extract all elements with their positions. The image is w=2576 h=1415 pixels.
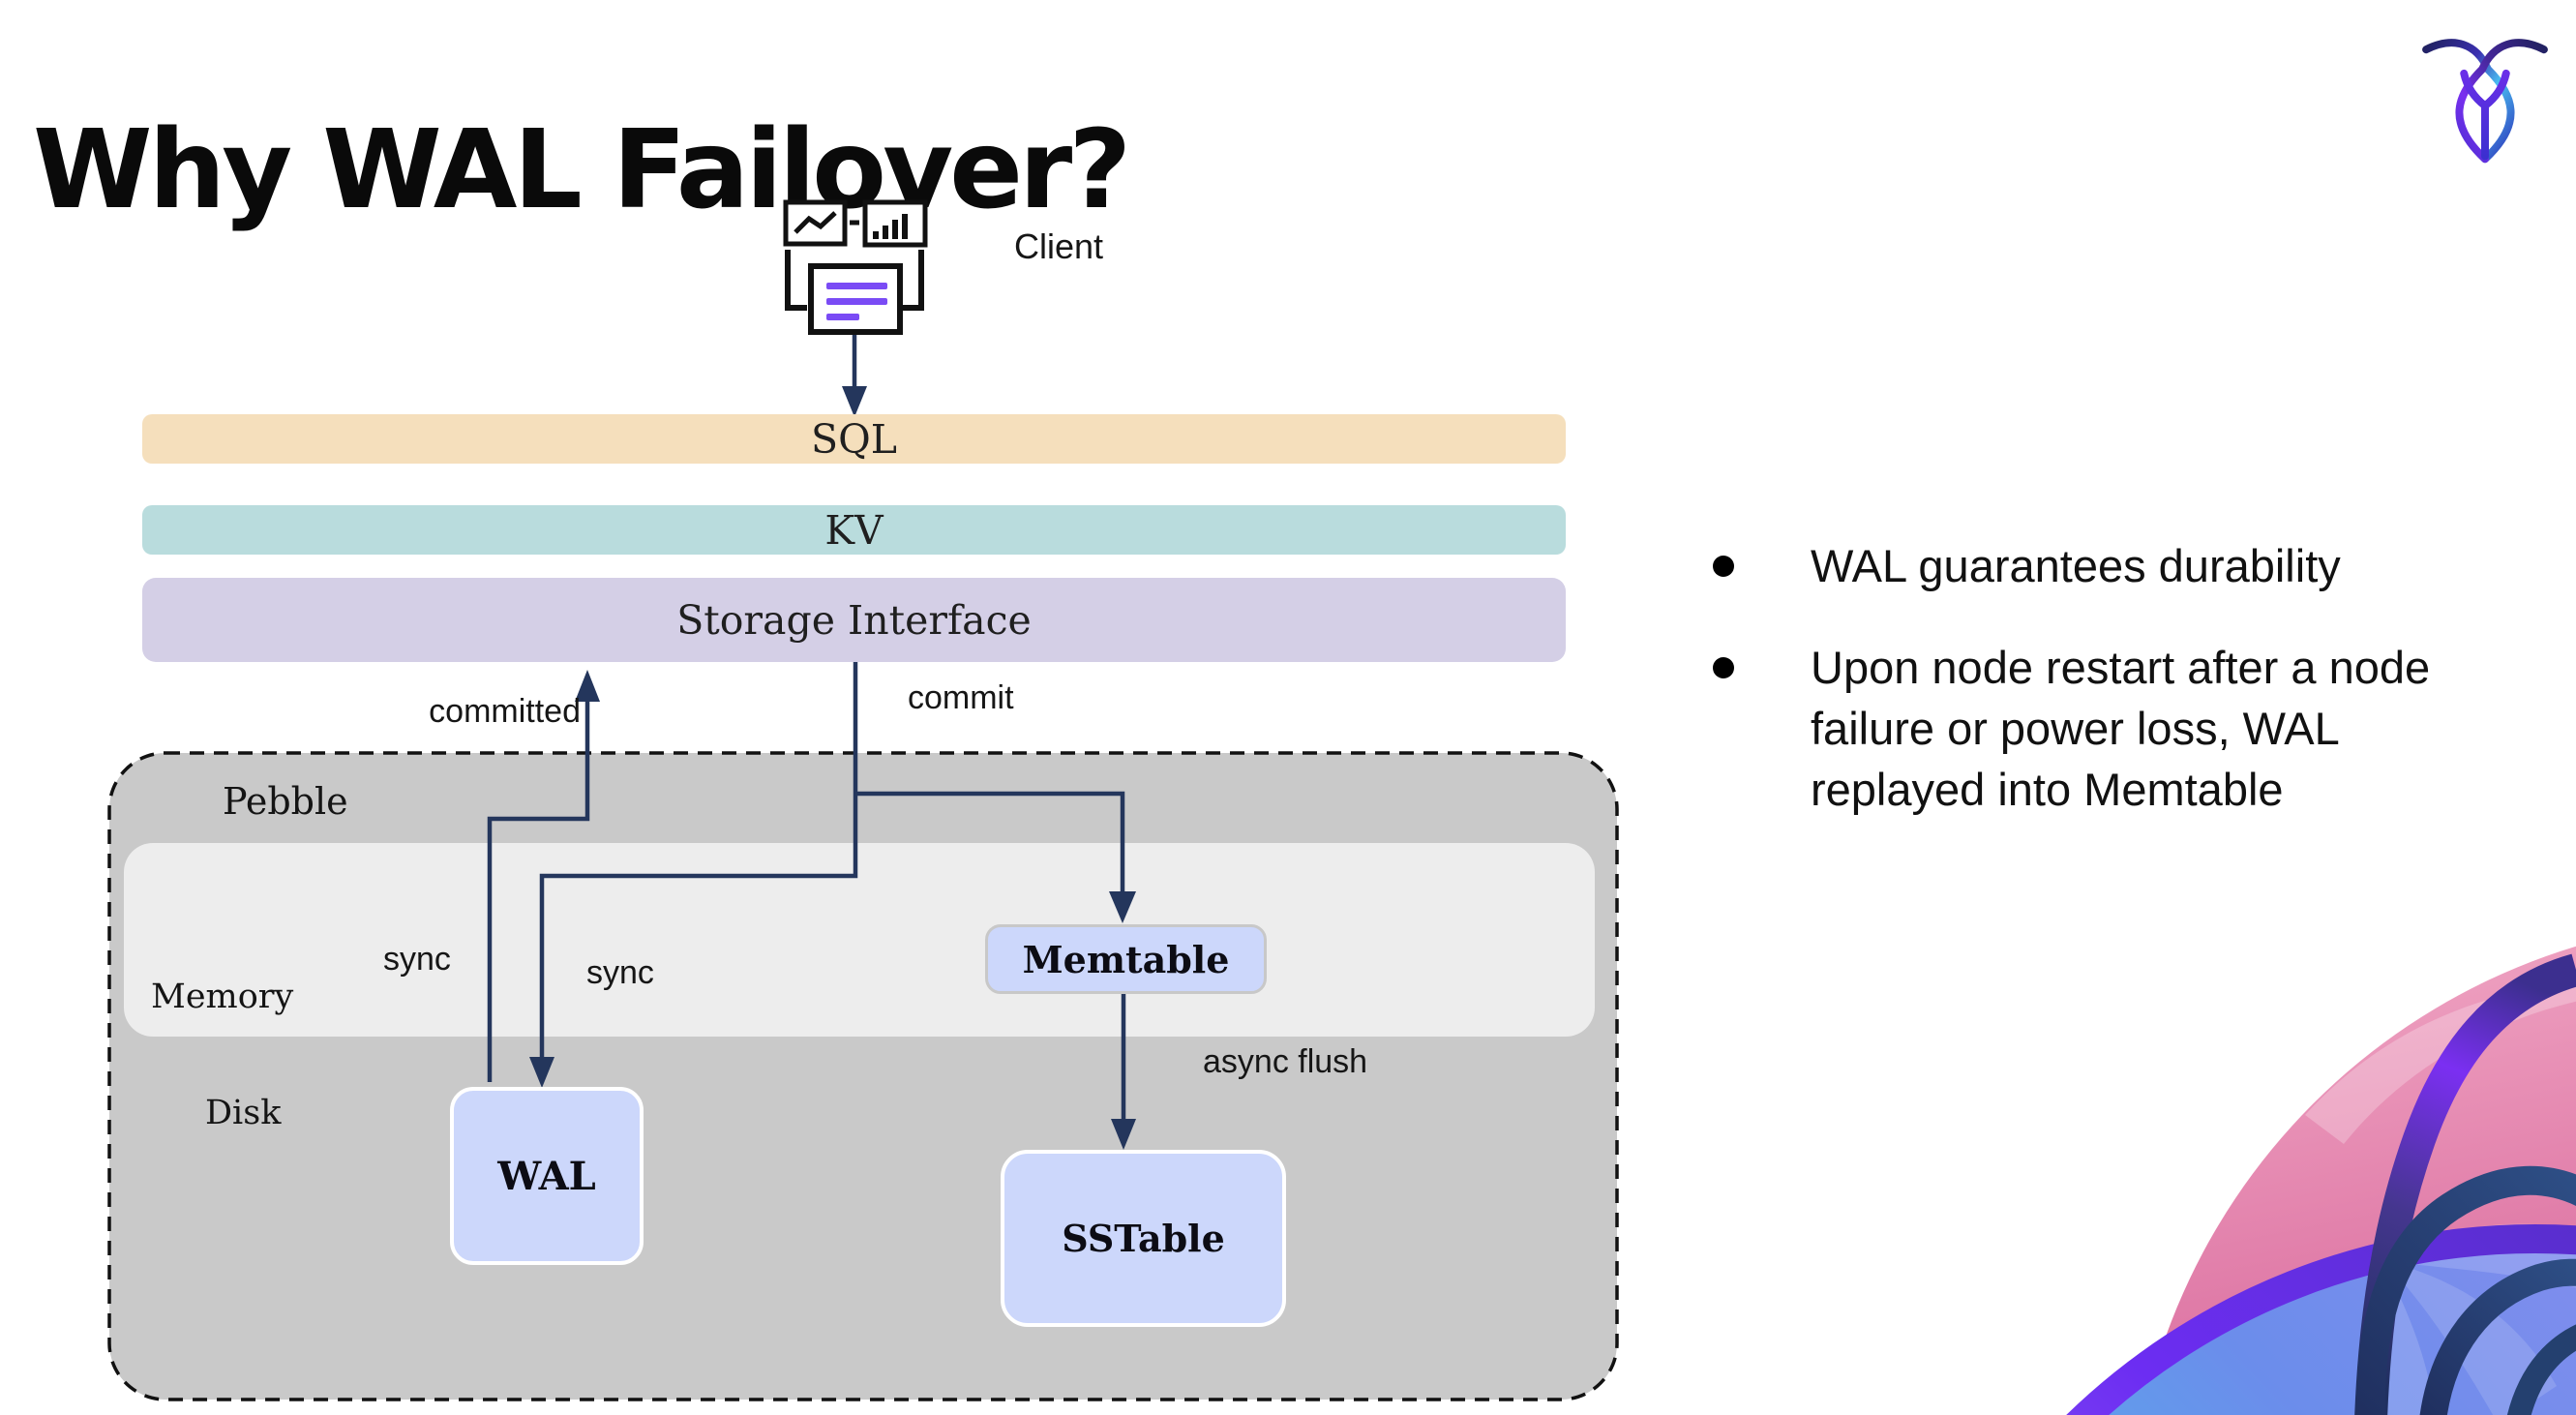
memory-band — [124, 843, 1595, 1037]
disk-label: Disk — [205, 1094, 282, 1132]
edge-label-commit: commit — [908, 679, 1014, 716]
bullet-list: WAL guarantees durability Upon node rest… — [1645, 535, 2574, 860]
sstable-node-label: SSTable — [1062, 1217, 1225, 1260]
bullet-item: WAL guarantees durability — [1645, 535, 2488, 596]
bracket-left — [785, 250, 807, 311]
leaf-curve-3 — [2506, 1324, 2576, 1415]
layer-storage-interface: Storage Interface — [142, 578, 1566, 662]
client-icon — [783, 199, 928, 335]
layer-sql: SQL — [142, 414, 1566, 464]
memory-label: Memory — [151, 978, 294, 1016]
edge-committed — [487, 681, 590, 1082]
bracket-right — [902, 250, 924, 311]
bullet-text: Upon node restart after a node failure o… — [1811, 642, 2431, 815]
arrowhead-wal — [529, 1057, 554, 1088]
client-label: Client — [1014, 226, 1104, 266]
layer-kv: KV — [142, 505, 1566, 555]
layer-sql-label: SQL — [811, 415, 897, 463]
arrowhead-committed — [575, 670, 600, 702]
memtable-node: Memtable — [985, 924, 1267, 994]
bullet-text: WAL guarantees durability — [1811, 540, 2341, 591]
violet-arc — [2066, 1224, 2576, 1415]
corner-art — [2066, 946, 2576, 1415]
arrowhead-sql — [842, 386, 867, 417]
pebble-label: Pebble — [223, 780, 348, 823]
bullet-item: Upon node restart after a node failure o… — [1645, 637, 2488, 820]
leaf-curve-2 — [2419, 1258, 2576, 1415]
arrowhead-sstable — [1111, 1119, 1136, 1150]
edge-label-sync-right: sync — [586, 954, 654, 991]
wal-node: WAL — [450, 1087, 644, 1265]
layer-kv-label: KV — [824, 506, 884, 554]
edge-label-async-flush: async flush — [1203, 1043, 1368, 1080]
leaf-curve-1 — [2355, 1165, 2576, 1415]
bullet-dot — [1713, 657, 1734, 678]
bullet-dot — [1713, 556, 1734, 577]
edge-label-committed: committed — [429, 693, 581, 730]
wal-node-label: WAL — [497, 1153, 596, 1199]
sstable-node: SSTable — [1001, 1150, 1286, 1327]
arrowheads — [529, 386, 1136, 1150]
edge-commit-memtable — [855, 791, 1125, 912]
memtable-node-label: Memtable — [1022, 937, 1230, 981]
layer-storage-label: Storage Interface — [676, 596, 1032, 644]
page-title: Why WAL Failover? — [33, 107, 1131, 234]
cockroachdb-logo-icon — [2422, 39, 2548, 164]
edge-commit-sync — [539, 662, 858, 1076]
edge-label-sync-left: sync — [383, 941, 451, 978]
arrowhead-memtable — [1109, 891, 1136, 923]
